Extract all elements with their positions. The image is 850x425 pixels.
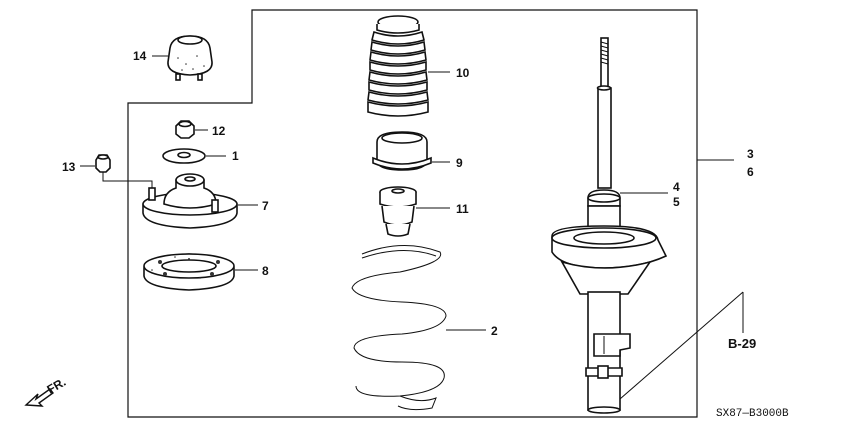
callout-11: 11 xyxy=(456,202,469,216)
part-4-shock-absorber xyxy=(551,37,668,414)
part-14-bump-cap xyxy=(167,35,213,81)
callout-10: 10 xyxy=(456,66,470,80)
part-12-nut xyxy=(175,120,195,139)
leader-13-to-stud xyxy=(102,172,153,188)
part-10-dust-boot xyxy=(367,15,429,117)
part-11-bump-stop xyxy=(379,186,417,237)
callout-12: 12 xyxy=(212,124,226,138)
part-13-flange-nut xyxy=(95,154,111,173)
callout-4: 4 xyxy=(673,180,680,194)
diagram-code: SX87—B3000B xyxy=(716,408,789,420)
diagram-frame xyxy=(127,9,698,418)
part-7-mount-base xyxy=(142,173,238,229)
part-9-spring-seat xyxy=(372,131,432,171)
reference-b29: B-29 xyxy=(728,336,756,351)
part-1-washer xyxy=(162,148,206,164)
part-2-coil-spring xyxy=(351,245,447,411)
callout-9: 9 xyxy=(456,156,463,170)
front-arrow-icon xyxy=(24,388,54,407)
part-8-mount-ring xyxy=(143,253,235,291)
callout-5: 5 xyxy=(673,195,680,209)
callout-6: 6 xyxy=(747,165,754,179)
callout-13: 13 xyxy=(62,160,76,174)
callout-2: 2 xyxy=(491,324,498,338)
callout-8: 8 xyxy=(262,264,269,278)
callout-7: 7 xyxy=(262,199,269,213)
reference-link-line xyxy=(604,291,744,413)
callout-3: 3 xyxy=(747,147,754,161)
callout-14: 14 xyxy=(133,49,147,63)
callout-1: 1 xyxy=(232,149,239,163)
